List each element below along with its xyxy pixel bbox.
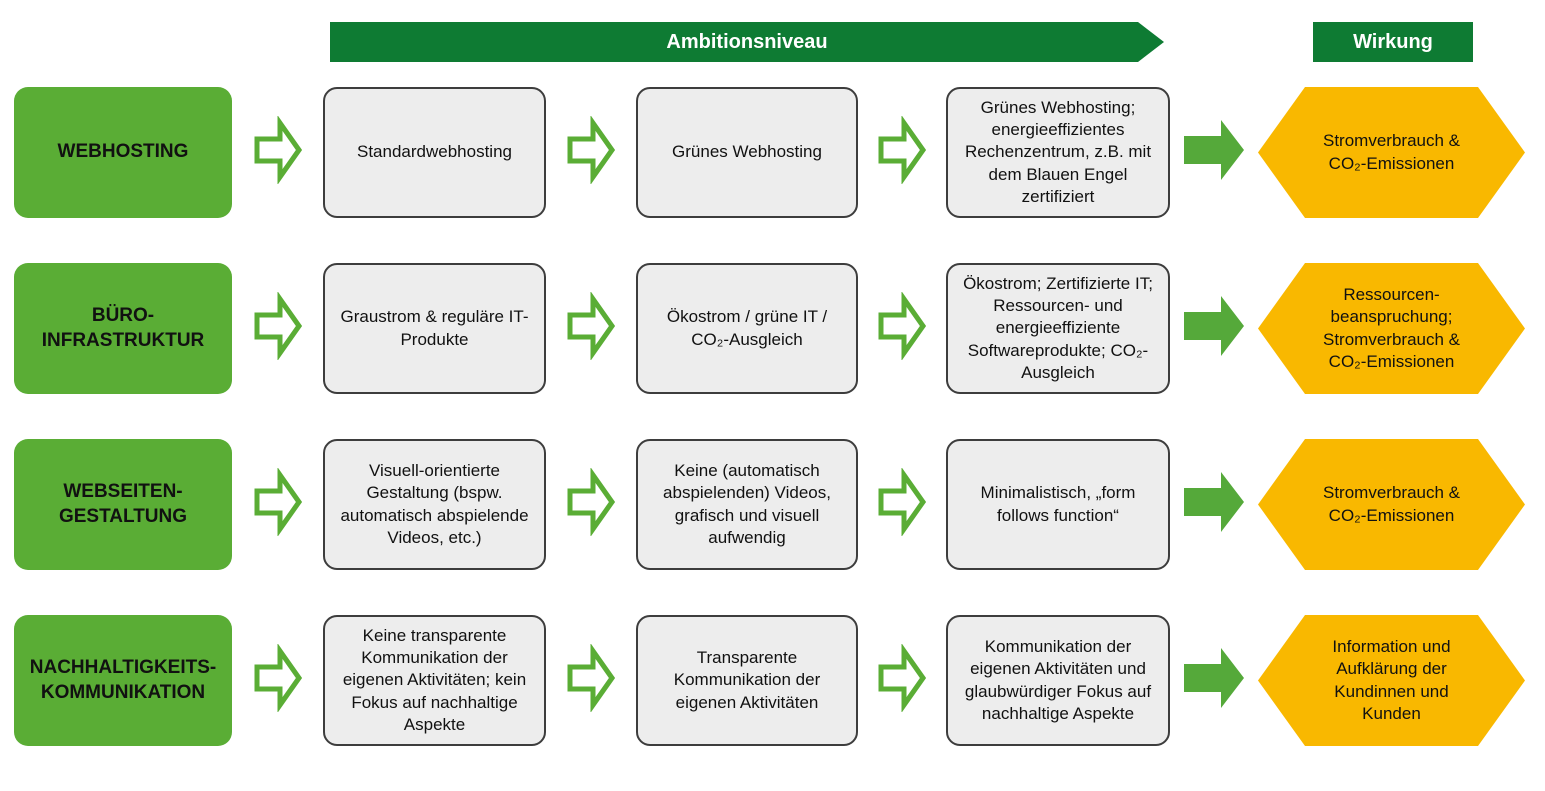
category-box-webseiten-gestaltung: WEBSEITEN- GESTALTUNG bbox=[14, 439, 232, 570]
arrow-right-outline-icon bbox=[878, 115, 927, 189]
ambition-banner-label: Ambitionsniveau bbox=[666, 30, 828, 53]
stage-box: Visuell-orientierte Gestaltung (bspw. au… bbox=[323, 439, 546, 570]
arrow-right-solid-icon bbox=[1184, 117, 1244, 188]
arrow-right-outline-icon bbox=[878, 643, 927, 717]
stage-box: Standardwebhosting bbox=[323, 87, 546, 218]
impact-hexagon: Ressourcen- beanspruchung; Stromverbrauc… bbox=[1258, 263, 1525, 394]
impact-hexagon: Information und Aufklärung der Kundinnen… bbox=[1258, 615, 1525, 746]
stage-box: Ökostrom / grüne IT / CO₂-Ausgleich bbox=[636, 263, 858, 394]
arrow-right-outline-icon bbox=[567, 643, 616, 717]
arrow-right-solid-icon bbox=[1184, 293, 1244, 364]
stage-box: Minimalistisch, „form follows function“ bbox=[946, 439, 1170, 570]
stage-box: Transparente Kommunikation der eigenen A… bbox=[636, 615, 858, 746]
row-buero-infrastruktur: BÜRO- INFRASTRUKTUR Graustrom & reguläre… bbox=[14, 263, 1525, 394]
ambition-banner-arrow: Ambitionsniveau bbox=[330, 22, 1164, 62]
arrow-right-outline-icon bbox=[567, 115, 616, 189]
stage-box: Graustrom & reguläre IT-Produkte bbox=[323, 263, 546, 394]
ambition-level-diagram: Ambitionsniveau Wirkung WEBHOSTING Stand… bbox=[14, 22, 1545, 746]
stage-box: Ökostrom; Zertifizierte IT; Ressourcen- … bbox=[946, 263, 1170, 394]
impact-header-box: Wirkung bbox=[1313, 22, 1473, 62]
diagram-rows: WEBHOSTING Standardwebhosting Grünes Web… bbox=[14, 87, 1525, 791]
arrow-right-outline-icon bbox=[878, 467, 927, 541]
arrow-right-outline-icon bbox=[254, 115, 302, 189]
impact-header-label: Wirkung bbox=[1353, 30, 1433, 53]
category-box-buero-infrastruktur: BÜRO- INFRASTRUKTUR bbox=[14, 263, 232, 394]
arrow-right-outline-icon bbox=[567, 291, 616, 365]
row-webhosting: WEBHOSTING Standardwebhosting Grünes Web… bbox=[14, 87, 1525, 218]
arrow-right-outline-icon bbox=[254, 291, 302, 365]
category-box-webhosting: WEBHOSTING bbox=[14, 87, 232, 218]
arrow-right-outline-icon bbox=[254, 643, 302, 717]
stage-box: Kommunikation der eigenen Aktivitäten un… bbox=[946, 615, 1170, 746]
arrow-right-outline-icon bbox=[878, 291, 927, 365]
arrow-right-solid-icon bbox=[1184, 645, 1244, 716]
arrow-right-outline-icon bbox=[254, 467, 302, 541]
arrow-right-outline-icon bbox=[567, 467, 616, 541]
stage-box: Grünes Webhosting bbox=[636, 87, 858, 218]
impact-hexagon: Stromverbrauch & CO₂-Emissionen bbox=[1258, 439, 1525, 570]
row-webseiten-gestaltung: WEBSEITEN- GESTALTUNG Visuell-orientiert… bbox=[14, 439, 1525, 570]
stage-box: Keine transparente Kommunikation der eig… bbox=[323, 615, 546, 746]
stage-box: Keine (automatisch abspielenden) Videos,… bbox=[636, 439, 858, 570]
arrow-right-solid-icon bbox=[1184, 469, 1244, 540]
category-box-nachhaltigkeits-kommunikation: NACHHALTIGKEITS- KOMMUNIKATION bbox=[14, 615, 232, 746]
impact-hexagon: Stromverbrauch & CO₂-Emissionen bbox=[1258, 87, 1525, 218]
row-nachhaltigkeits-kommunikation: NACHHALTIGKEITS- KOMMUNIKATION Keine tra… bbox=[14, 615, 1525, 746]
stage-box: Grünes Webhosting; energieeffizientes Re… bbox=[946, 87, 1170, 218]
